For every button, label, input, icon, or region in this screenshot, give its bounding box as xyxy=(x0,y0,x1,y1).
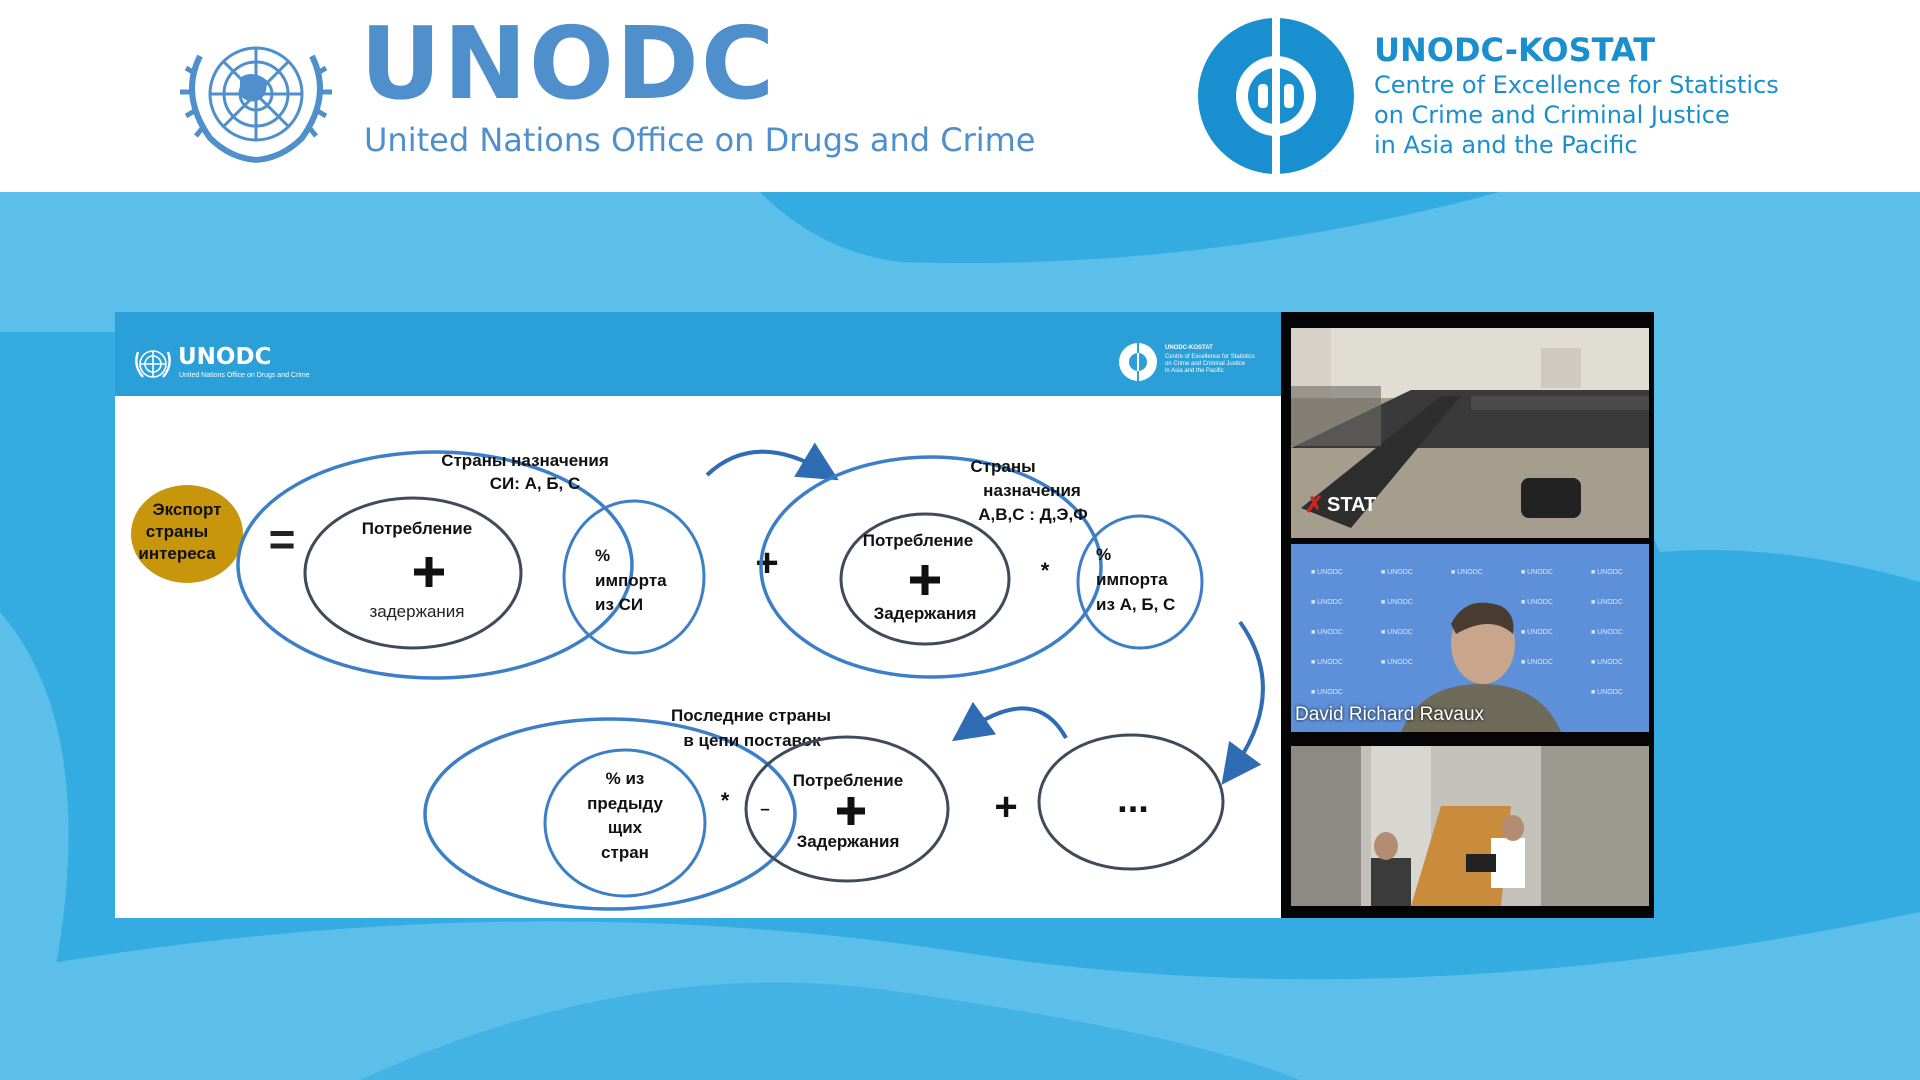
group1-title-line-2: СИ: А, Б, С xyxy=(490,474,581,493)
export-line-1: Экспорт xyxy=(153,500,222,519)
kostat-line-1: Centre of Excellence for Statistics xyxy=(1374,71,1779,99)
group3-consumption-ellipse xyxy=(744,735,950,883)
g1-import-line-3: из СИ xyxy=(595,595,643,614)
kostat-title: UNODC-KOSTAT xyxy=(1374,31,1656,69)
ellipsis-label: ... xyxy=(1117,779,1149,821)
meeting-room-scene xyxy=(1291,746,1649,906)
participant-name: David Richard Ravaux xyxy=(1295,704,1485,725)
svg-text:■ UNODC: ■ UNODC xyxy=(1311,599,1343,606)
group3-prev-ellipse xyxy=(543,748,707,898)
stat-logo-icon: ✗ xyxy=(1305,492,1324,517)
svg-text:■ UNODC: ■ UNODC xyxy=(1591,659,1623,666)
svg-text:■ UNODC: ■ UNODC xyxy=(1311,569,1343,576)
equals-sign: = xyxy=(269,513,296,565)
group2-title-line-1: Страны xyxy=(970,457,1035,476)
svg-text:■ UNODC: ■ UNODC xyxy=(1521,569,1553,576)
video-tile-speaker[interactable]: ■ UNODC ■ UNODC ■ UNODC ■ UNODC ■ UNODC ■ UN… xyxy=(1291,544,1649,732)
svg-text:■ UNODC: ■ UNODC xyxy=(1591,629,1623,636)
group2-title-line-3: А,В,С : Д,Э,Ф xyxy=(978,505,1088,524)
group2-consumption-ellipse xyxy=(839,512,1011,646)
group2-title-line-2: назначения xyxy=(983,481,1081,500)
group2-import-ellipse xyxy=(1076,514,1204,650)
speaker-scene: ■ UNODC ■ UNODC ■ UNODC ■ UNODC ■ UNODC ■ UN… xyxy=(1291,544,1649,732)
slide-kostat-line-3: in Asia and the Pacific xyxy=(1165,368,1224,374)
g2-import-line-2: импорта xyxy=(1096,570,1168,589)
g2-consumption-label: Потребление xyxy=(863,531,973,550)
tile1-label: STAT xyxy=(1327,494,1377,516)
presentation-slide: UNODC United Nations Office on Drugs and… xyxy=(115,312,1281,918)
group2-outer-ellipse xyxy=(759,455,1103,679)
svg-text:■ UNODC: ■ UNODC xyxy=(1451,569,1483,576)
g2-import-line-3: из А, Б, С xyxy=(1096,595,1175,614)
svg-text:■ UNODC: ■ UNODC xyxy=(1381,629,1413,636)
g2-star: * xyxy=(1041,558,1050,583)
g3-plus-icon xyxy=(837,797,865,825)
g3-prev-line-4: стран xyxy=(601,843,649,862)
group3-outer-ellipse xyxy=(423,717,797,911)
group3-title-line-1: Последние страны xyxy=(671,706,831,725)
next-countries-ellipse xyxy=(1037,733,1225,871)
g3-prev-line-2: предыду xyxy=(587,794,663,813)
video-participants-panel: ✗ STAT ■ UNODC■ UNODC■ UNODC■ UNODC■ UNO… xyxy=(1281,312,1654,918)
g3-prev-line-1: % из xyxy=(606,769,645,788)
video-tile-conference-room[interactable]: ✗ STAT xyxy=(1291,328,1649,538)
svg-text:■ UNODC: ■ UNODC xyxy=(1311,659,1343,666)
group1-import-ellipse xyxy=(562,499,706,655)
svg-text:■ UNODC: ■ UNODC xyxy=(1381,599,1413,606)
g3-minus: – xyxy=(760,799,769,818)
svg-text:■ UNODC: ■ UNODC xyxy=(1521,599,1553,606)
slide-kostat-line-1: Centre of Excellence for Statistics xyxy=(1165,354,1255,360)
slide-header-bar: UNODC United Nations Office on Drugs and… xyxy=(115,312,1281,396)
svg-text:■ UNODC: ■ UNODC xyxy=(1381,659,1413,666)
slide-kostat-line-2: on Crime and Criminal Justice xyxy=(1165,361,1246,367)
g1-plus-icon xyxy=(414,557,444,587)
slide-kostat-icon xyxy=(1119,342,1157,382)
g1-import-line-2: импорта xyxy=(595,571,667,590)
conference-room-scene xyxy=(1291,328,1649,538)
svg-text:■ UNODC: ■ UNODC xyxy=(1521,659,1553,666)
g1-import-line-1: % xyxy=(595,546,610,565)
slide-kostat-title: UNODC-KOSTAT xyxy=(1165,345,1213,351)
kostat-line-3: in Asia and the Pacific xyxy=(1374,131,1638,159)
top-banner: UNODC United Nations Office on Drugs and… xyxy=(0,0,1920,192)
plus-before-ellipsis: + xyxy=(994,785,1017,829)
g2-seizures-label: Задержания xyxy=(874,604,977,623)
slide-unodc-word: UNODC xyxy=(178,344,272,370)
group1-title-line-1: Страны назначения xyxy=(441,451,609,470)
export-line-2: страны xyxy=(146,522,208,541)
g3-seizures-label: Задержания xyxy=(797,832,900,851)
g3-star: * xyxy=(721,788,730,813)
svg-text:■ UNODC: ■ UNODC xyxy=(1311,629,1343,636)
kostat-logo-icon xyxy=(1198,16,1354,176)
export-country-circle xyxy=(131,485,243,583)
slide-un-emblem-icon xyxy=(135,350,171,378)
group1-consumption-ellipse xyxy=(303,496,523,650)
group3-title-line-2: в цепи поставок xyxy=(683,731,821,750)
arrow-group1-to-group2 xyxy=(705,442,839,481)
un-emblem-icon xyxy=(180,46,332,163)
svg-text:■ UNODC: ■ UNODC xyxy=(1591,569,1623,576)
flow-diagram: Экспорт страны интереса = Страны назначе… xyxy=(131,442,1265,911)
export-line-3: интереса xyxy=(138,544,216,563)
svg-text:■ UNODC: ■ UNODC xyxy=(1381,569,1413,576)
slide-unodc-subtitle: United Nations Office on Drugs and Crime xyxy=(179,372,310,379)
svg-text:■ UNODC: ■ UNODC xyxy=(1311,689,1343,696)
svg-text:■ UNODC: ■ UNODC xyxy=(1591,689,1623,696)
svg-text:■ UNODC: ■ UNODC xyxy=(1591,599,1623,606)
arrow-next-to-group3 xyxy=(951,701,1068,742)
arrow-group2-to-next xyxy=(1221,620,1265,785)
svg-text:■ UNODC: ■ UNODC xyxy=(1521,629,1553,636)
g2-import-line-1: % xyxy=(1096,545,1111,564)
g1-seizures-label: задержания xyxy=(370,602,465,621)
group1-outer-ellipse xyxy=(236,450,634,680)
g2-plus-icon xyxy=(910,565,940,595)
unodc-subtitle: United Nations Office on Drugs and Crime xyxy=(364,121,1036,159)
g3-prev-line-3: щих xyxy=(608,818,643,837)
unodc-logo-word: UNODC xyxy=(360,5,777,122)
g3-consumption-label: Потребление xyxy=(793,771,903,790)
kostat-line-2: on Crime and Criminal Justice xyxy=(1374,101,1730,129)
video-tile-meeting-room[interactable] xyxy=(1291,746,1649,906)
g1-consumption-label: Потребление xyxy=(362,519,472,538)
plus-between-groups: + xyxy=(755,541,778,585)
